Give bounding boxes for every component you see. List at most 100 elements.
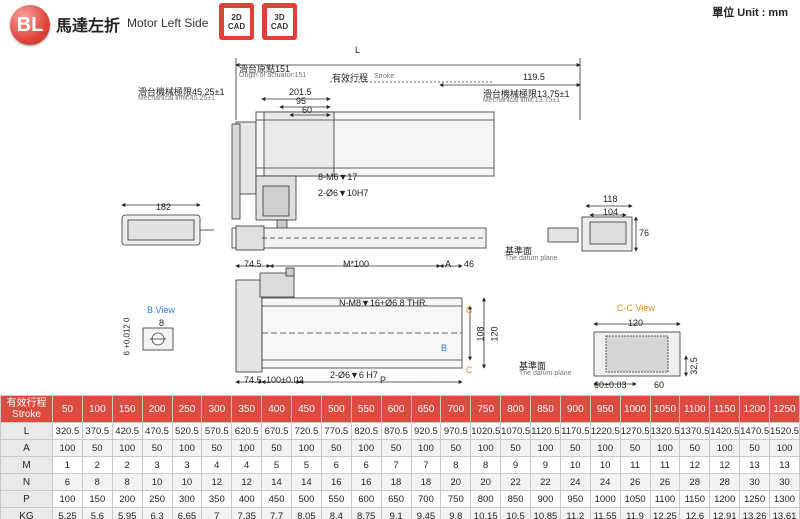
cc-datum-cn: 基準面 [519,361,547,371]
table-cell: 8.75 [350,507,382,519]
cad-2d-button[interactable]: 2D CAD [219,3,254,40]
table-cell: 6 [350,456,382,474]
table-cell: 550 [320,490,352,508]
table-cell: 1320.5 [649,422,681,440]
table-cell: 11 [649,456,681,474]
stroke-col-header: 850 [530,395,561,423]
table-cell: 1200 [709,490,741,508]
page-title-en: Motor Left Side [127,16,209,30]
side-view-left [121,214,214,246]
table-cell: 11.9 [619,507,651,519]
b-view-tolerance: 6 +0.012 0 [122,317,132,356]
table-cell: 11.55 [589,507,621,519]
table-cell: 18 [410,473,442,491]
stroke-col-header: 650 [410,395,442,423]
table-cell: 900 [530,490,561,508]
stroke-label-en: Stroke [374,73,395,80]
table-cell: 1470.5 [739,422,770,440]
stroke-col-header: 50 [52,395,83,423]
table-cell: 1020.5 [470,422,502,440]
table-cell: 250 [141,490,173,508]
model-badge: BL [10,5,50,45]
table-cell: 8 [111,473,143,491]
stroke-col-header: 900 [559,395,591,423]
table-cell: 5.6 [81,507,113,519]
table-cell: 6 [320,456,352,474]
cad-2d-sublabel: CAD [227,21,246,31]
table-cell: 450 [261,490,292,508]
table-cell: 12 [679,456,711,474]
hole-spec-2: 2-Ø6▼10H7 [318,188,369,198]
cad-3d-button[interactable]: 3D CAD [262,3,297,40]
stroke-header: 有效行程 Stroke [0,395,53,423]
table-cell: 50 [380,439,412,457]
stroke-col-header: 200 [141,395,173,423]
table-cell: 10 [141,473,173,491]
stroke-col-header: 1250 [769,395,800,423]
stroke-col-header: 450 [291,395,322,423]
table-cell: 11 [619,456,651,474]
stroke-col-header: 600 [380,395,412,423]
table-cell: 50 [141,439,173,457]
table-cell: 2 [81,456,113,474]
dim-46: 46 [464,259,475,269]
table-cell: 20 [440,473,472,491]
table-cell: 8 [470,456,502,474]
section-c-bottom: C [466,365,473,375]
origin-label-cn: 滑台原點151 [239,64,291,74]
table-cell: 500 [291,490,322,508]
top-view [231,111,495,235]
hole-spec-4: 2-Ø6▼6 H7 [330,370,378,380]
table-cell: 1120.5 [530,422,561,440]
table-cell: 100 [769,439,800,457]
stroke-col-header: 250 [171,395,203,423]
stroke-header-cn: 有效行程 [6,398,47,409]
dim-182: 182 [156,202,172,212]
table-cell: 650 [380,490,412,508]
table-cell: 1270.5 [619,422,651,440]
stroke-col-header: 750 [470,395,502,423]
table-cell: 1 [52,456,83,474]
table-cell: 12.6 [679,507,711,519]
table-cell: 8.05 [291,507,322,519]
stroke-col-header: 500 [320,395,352,423]
dim-108: 108 [475,326,486,342]
table-cell: 620.5 [231,422,263,440]
dim-74-5-top: 74.5 [244,259,262,269]
table-cell: 16 [320,473,352,491]
table-cell: 1250 [739,490,770,508]
cad-2d-label: 2D [231,12,242,22]
cad-3d-sublabel: CAD [270,21,289,31]
dim-76: 76 [639,228,650,238]
row-label: A [0,439,53,457]
table-cell: 30 [769,473,800,491]
stroke-col-header: 550 [350,395,382,423]
table-cell: 9.8 [440,507,472,519]
table-cell: 8 [440,456,472,474]
stroke-col-header: 350 [231,395,263,423]
table-cell: 1150 [679,490,711,508]
table-cell: 50 [679,439,711,457]
table-cell: 850 [500,490,531,508]
table-cell: 50 [739,439,770,457]
table-cell: 13.61 [769,507,800,519]
table-cell: 9 [500,456,531,474]
table-cell: 24 [589,473,621,491]
dim-95: 95 [296,96,307,106]
table-cell: 7.35 [231,507,263,519]
dim-L: L [355,45,361,55]
table-cell: 13 [739,456,770,474]
table-cell: 1000 [589,490,621,508]
table-cell: 920.5 [410,422,442,440]
table-cell: 200 [111,490,143,508]
table-cell: 670.5 [261,422,292,440]
stroke-label-cn: 有效行程 [332,73,369,83]
table-cell: 16 [350,473,382,491]
mech-limit-right-cn: 滑台機械極限13.75±1 [483,89,570,99]
row-label: L [0,422,53,440]
unit-label: 單位 Unit : mm [712,7,788,19]
table-cell: 50 [500,439,531,457]
